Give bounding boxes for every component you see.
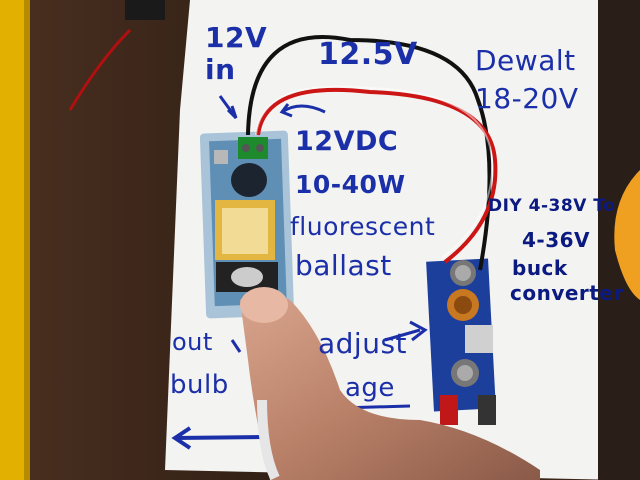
- label-bulb: bulb: [170, 370, 229, 400]
- label-converter-output: 4-36V: [522, 228, 591, 252]
- label-12vdc: 12VDC: [295, 126, 399, 157]
- label-12-5v: 12.5V: [318, 37, 418, 72]
- black-clip: [478, 395, 496, 425]
- inductor: [231, 163, 267, 197]
- label-fluorescent: fluorescent: [290, 212, 436, 241]
- fingertip: [240, 287, 288, 323]
- label-adjust: adjust: [318, 327, 408, 360]
- arrow-adjust: [384, 328, 421, 342]
- red-wire-background: [68, 28, 132, 111]
- label-buck: buck: [512, 256, 568, 280]
- hand: [240, 292, 540, 480]
- red-wire: [256, 87, 498, 264]
- label-ballast: ballast: [295, 249, 392, 282]
- label-voltage-partial: age: [345, 373, 395, 403]
- terminal-block: [238, 137, 268, 159]
- label-dewalt: Dewalt 18-20V: [475, 44, 579, 115]
- orange-object: [614, 170, 640, 300]
- arrow-out: [174, 435, 266, 440]
- label-out: out: [172, 328, 213, 356]
- label-converter-range: DIY 4-38V To: [488, 196, 616, 216]
- label-converter: converter: [510, 281, 624, 305]
- label-12v-in: 12V in: [205, 21, 268, 86]
- black-wire: [246, 35, 492, 271]
- pen: [257, 399, 280, 480]
- red-clip: [440, 395, 458, 425]
- dark-object-top: [125, 0, 165, 20]
- label-wattage: 10-40W: [295, 170, 406, 199]
